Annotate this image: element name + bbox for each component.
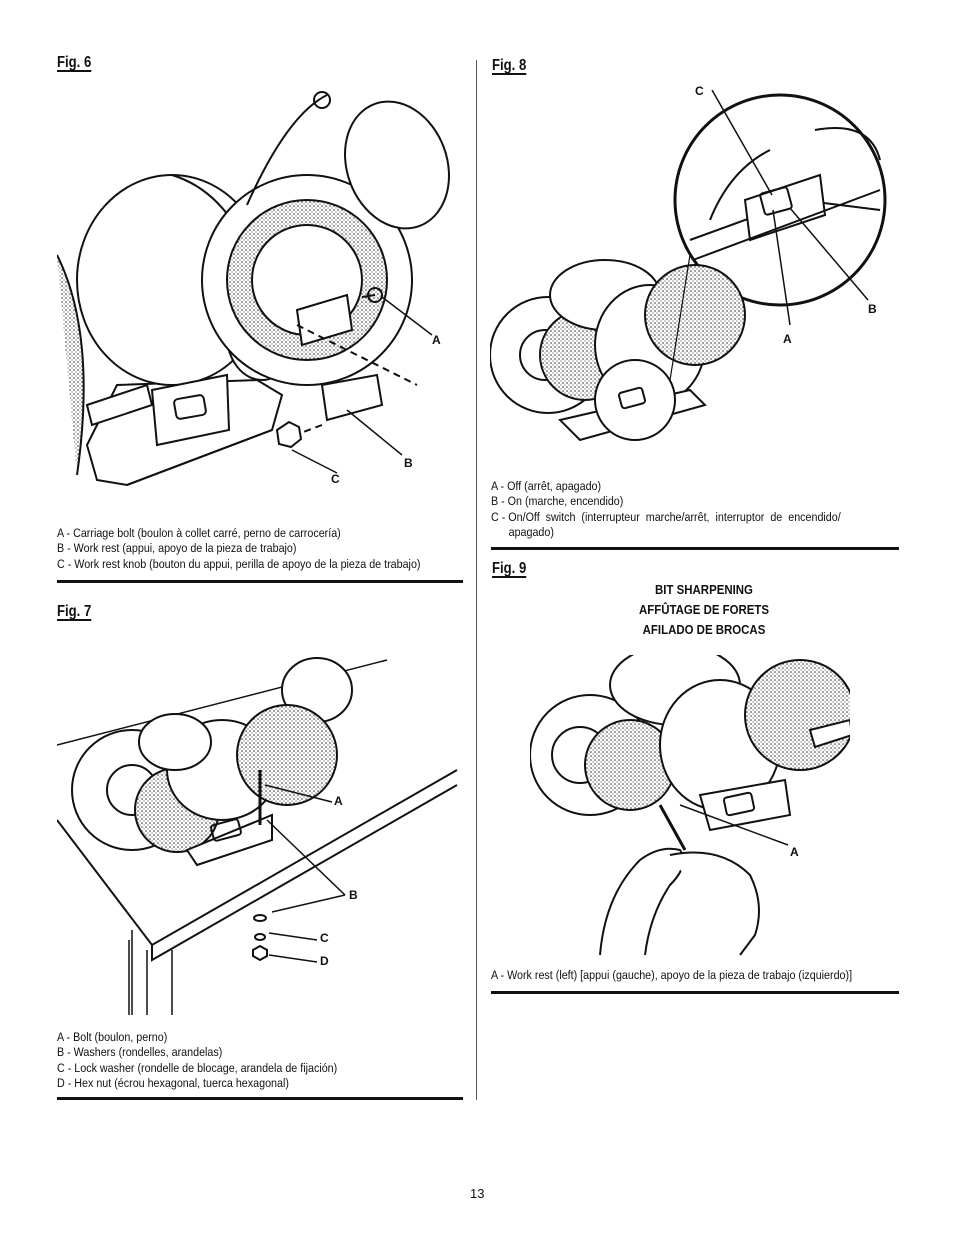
fig7-caption-line: A - Bolt (boulon, perno) <box>57 1030 168 1044</box>
fig9-heading-line: AFFÛTAGE DE FORETS <box>638 602 770 617</box>
fig6-caption-line: B - Work rest (appui, apoyo de la pieza … <box>57 541 297 556</box>
fig9-caption-line: A - Work rest (left) [appui (gauche), ap… <box>491 968 853 982</box>
fig8-caption-line: B - On (marche, encendido) <box>491 494 624 509</box>
fig7-caption: A - Bolt (boulon, perno) B - Washers (ro… <box>57 1030 337 1092</box>
fig6-callout-c: C <box>331 472 340 486</box>
fig8-title: Fig. 8 <box>492 57 527 74</box>
fig9-rule <box>491 991 899 994</box>
fig8-callout-a: A <box>783 332 792 346</box>
fig8-caption-line: C - On/Off switch (interrupteur marche/a… <box>491 509 841 524</box>
fig7-callout-c: C <box>320 931 329 945</box>
fig9-caption: A - Work rest (left) [appui (gauche), ap… <box>491 968 852 983</box>
fig6-caption-line: C - Work rest knob (bouton du appui, per… <box>57 556 421 571</box>
fig7-rule <box>57 1097 463 1100</box>
fig9-callout-a: A <box>790 845 799 859</box>
fig8-callout-c: C <box>695 84 704 98</box>
fig6-illustration <box>57 91 450 487</box>
page-number: 13 <box>470 1186 485 1201</box>
fig7-title: Fig. 7 <box>57 603 92 620</box>
fig7-callout-b: B <box>349 888 358 902</box>
fig9-heading: BIT SHARPENING AFFÛTAGE DE FORETS AFILAD… <box>607 580 801 640</box>
fig6-rule <box>57 580 463 583</box>
fig7-callout-a: A <box>334 794 343 808</box>
fig7-caption-line: B - Washers (rondelles, arandelas) <box>57 1045 223 1060</box>
fig8-callout-b: B <box>868 302 877 316</box>
fig7-callout-d: D <box>320 954 329 968</box>
fig8-caption-line: A - Off (arrêt, apagado) <box>491 479 602 493</box>
fig7-caption-line: C - Lock washer (rondelle de blocage, ar… <box>57 1060 338 1075</box>
fig6-caption: A - Carriage bolt (boulon à collet carré… <box>57 526 420 572</box>
fig6-caption-line: A - Carriage bolt (boulon à collet carré… <box>57 526 341 540</box>
fig8-illustration <box>490 90 887 442</box>
fig6-title: Fig. 6 <box>57 54 92 71</box>
fig7-caption-line: D - Hex nut (écrou hexagonal, tuerca hex… <box>57 1076 289 1091</box>
fig6-callout-a: A <box>432 333 441 347</box>
fig7-illustration <box>57 657 458 1015</box>
fig9-heading-line: AFILADO DE BROCAS <box>642 622 766 637</box>
fig9-title: Fig. 9 <box>492 560 527 577</box>
fig6-callout-b: B <box>404 456 413 470</box>
fig8-caption: A - Off (arrêt, apagado) B - On (marche,… <box>491 479 841 541</box>
fig8-rule <box>491 547 899 550</box>
column-divider <box>476 60 477 1100</box>
fig8-caption-line: apagado) <box>508 525 554 540</box>
fig9-illustration <box>530 655 850 956</box>
fig9-heading-line: BIT SHARPENING <box>655 582 753 597</box>
